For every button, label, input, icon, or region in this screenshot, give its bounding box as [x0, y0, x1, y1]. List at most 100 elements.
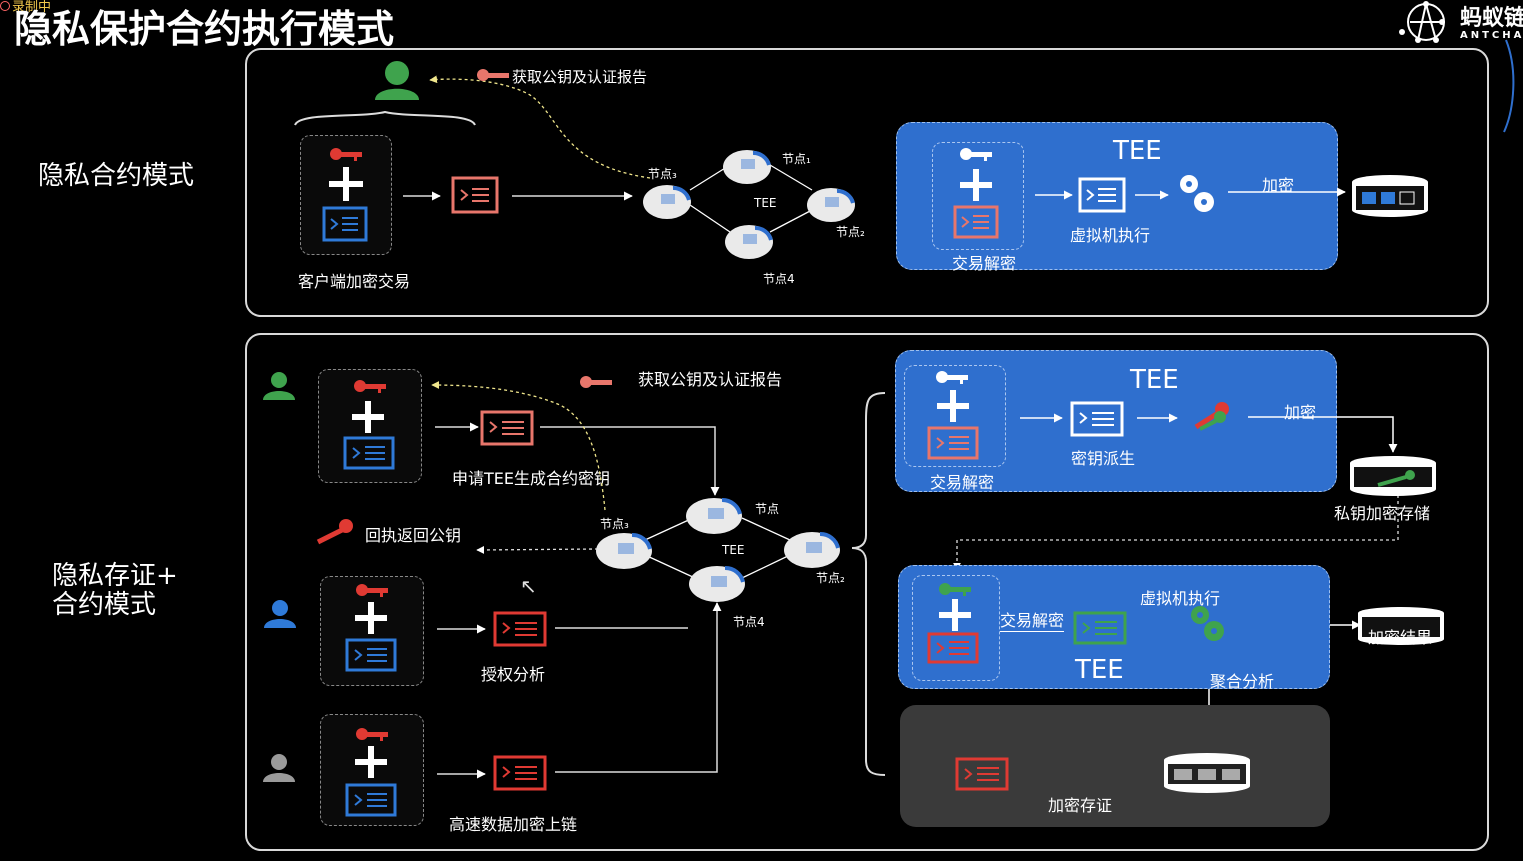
plus-icon	[960, 169, 992, 201]
section1-label: 隐私合约模式	[38, 161, 195, 191]
node-4[interactable]	[725, 220, 775, 260]
transaction-icon-red	[493, 611, 547, 647]
private-key-storage-label: 私钥加密存储	[1334, 504, 1431, 523]
user-icon-green	[375, 61, 419, 100]
tee3-decrypt-label: 交易解密	[1000, 607, 1065, 632]
storage-database-icon	[1350, 456, 1436, 496]
tee2-title: TEE	[1130, 365, 1179, 395]
node-3[interactable]	[643, 180, 693, 220]
node1-label: 节点	[755, 502, 780, 516]
keys-pair-icon	[1194, 402, 1229, 431]
gears-icon-green	[1191, 606, 1224, 641]
user-icon-blue	[264, 600, 296, 628]
return-key-label: 回执返回公钥	[365, 526, 462, 545]
tee-node-label: TEE	[754, 196, 777, 210]
brace-top	[294, 110, 476, 126]
plus-icon	[355, 746, 387, 778]
tee2-decrypt-label: 交易解密	[930, 473, 995, 492]
node-4[interactable]	[689, 560, 749, 604]
node3-label: 节点₃	[648, 167, 677, 181]
section2-label-line1: 隐私存证+	[52, 561, 178, 591]
tee3-vm-label: 虚拟机执行	[1140, 589, 1221, 608]
node-2[interactable]	[784, 526, 844, 570]
evidence-box	[900, 705, 1330, 827]
tee-box-keygen	[895, 350, 1337, 492]
plus-icon	[355, 602, 387, 634]
section2-key-report-label: 获取公钥及认证报告	[638, 370, 783, 389]
key-icon-salmon	[477, 69, 509, 81]
key-icon-white	[960, 148, 992, 161]
key-icon	[356, 728, 388, 741]
transaction-icon-red	[927, 632, 979, 664]
key-icon-salmon	[580, 376, 612, 388]
gears-icon	[1180, 175, 1214, 212]
tee1-input-box	[932, 142, 1024, 250]
key-icon	[330, 148, 362, 161]
key-derive-label: 密钥派生	[1071, 449, 1136, 468]
user-icon-gray	[263, 754, 295, 782]
vm-icon	[1078, 177, 1126, 213]
key-icon-green	[939, 583, 971, 596]
key-icon-white	[936, 371, 968, 384]
logo-brand-cn: 蚂蚁链	[1460, 6, 1523, 31]
node-3[interactable]	[596, 527, 656, 571]
evidence-database-icon	[1164, 753, 1250, 793]
tee1-decrypt-label: 交易解密	[952, 254, 1017, 273]
transaction-icon-red	[955, 757, 1009, 791]
tee1-arrows	[1035, 187, 1346, 200]
logo-brand-en: ANTCHAIN	[1460, 30, 1523, 41]
tee1-title: TEE	[1113, 136, 1162, 166]
transaction-icon-salmon	[480, 410, 534, 446]
tee2-input-box	[904, 365, 1006, 467]
transaction-icon-salmon	[953, 205, 999, 239]
node4-label: 节点4	[763, 272, 795, 286]
plus-icon	[937, 390, 969, 422]
blue-curve-decoration	[1503, 39, 1515, 133]
node3-label: 节点₃	[600, 517, 629, 531]
page-title: 隐私保护合约执行模式	[14, 7, 395, 51]
node1-label: 节点₁	[782, 152, 811, 166]
apply-key-label: 申请TEE生成合约密钥	[452, 469, 610, 488]
tee-node-label: TEE	[722, 543, 745, 557]
section1-panel	[245, 48, 1489, 317]
key-icon-red-diagonal	[316, 519, 353, 545]
antchain-logo-icon	[1399, 1, 1445, 43]
section2-panel	[245, 333, 1489, 851]
node-1[interactable]	[686, 492, 746, 536]
key-icon	[354, 380, 386, 393]
transaction-icon	[343, 436, 395, 470]
node2-label: 节点₂	[816, 571, 845, 585]
recording-indicator: 录制中	[0, 0, 51, 15]
tee3-title: TEE	[1075, 655, 1124, 685]
key-derive-icon	[1070, 401, 1124, 437]
node-2[interactable]	[807, 183, 857, 223]
key-report-label: 获取公钥及认证报告	[512, 68, 648, 86]
client-label: 客户端加密交易	[298, 272, 411, 291]
user-icon-green	[263, 372, 295, 400]
transaction-icon-salmon	[927, 426, 979, 460]
plus-icon	[352, 401, 384, 433]
transaction-icon-red	[493, 755, 547, 791]
antchain-logo: 蚂蚁链 ANTCHAIN	[1396, 0, 1523, 50]
plus-icon	[329, 167, 363, 201]
node4-label: 节点4	[733, 615, 765, 629]
agg-analysis-label: 聚合分析	[1210, 672, 1275, 691]
encrypt-label: 加密	[1262, 176, 1295, 195]
recording-label: 录制中	[12, 0, 52, 15]
tee-box-1	[896, 122, 1338, 270]
tee3-input-box	[912, 575, 1000, 681]
transaction-icon	[345, 783, 397, 817]
result-database-icon	[1358, 607, 1444, 645]
node-1[interactable]	[723, 145, 773, 185]
transaction-icon	[345, 638, 397, 672]
vm-exec-label: 虚拟机执行	[1070, 226, 1151, 245]
key-icon	[356, 584, 388, 597]
encrypted-evidence-label: 加密存证	[1048, 796, 1113, 815]
node2-label: 节点₂	[836, 225, 865, 239]
record-dot-icon	[0, 1, 10, 11]
auth-analysis-label: 授权分析	[481, 665, 546, 684]
database-icon	[1352, 175, 1428, 217]
plus-icon	[939, 599, 971, 631]
transaction-icon	[322, 206, 368, 242]
